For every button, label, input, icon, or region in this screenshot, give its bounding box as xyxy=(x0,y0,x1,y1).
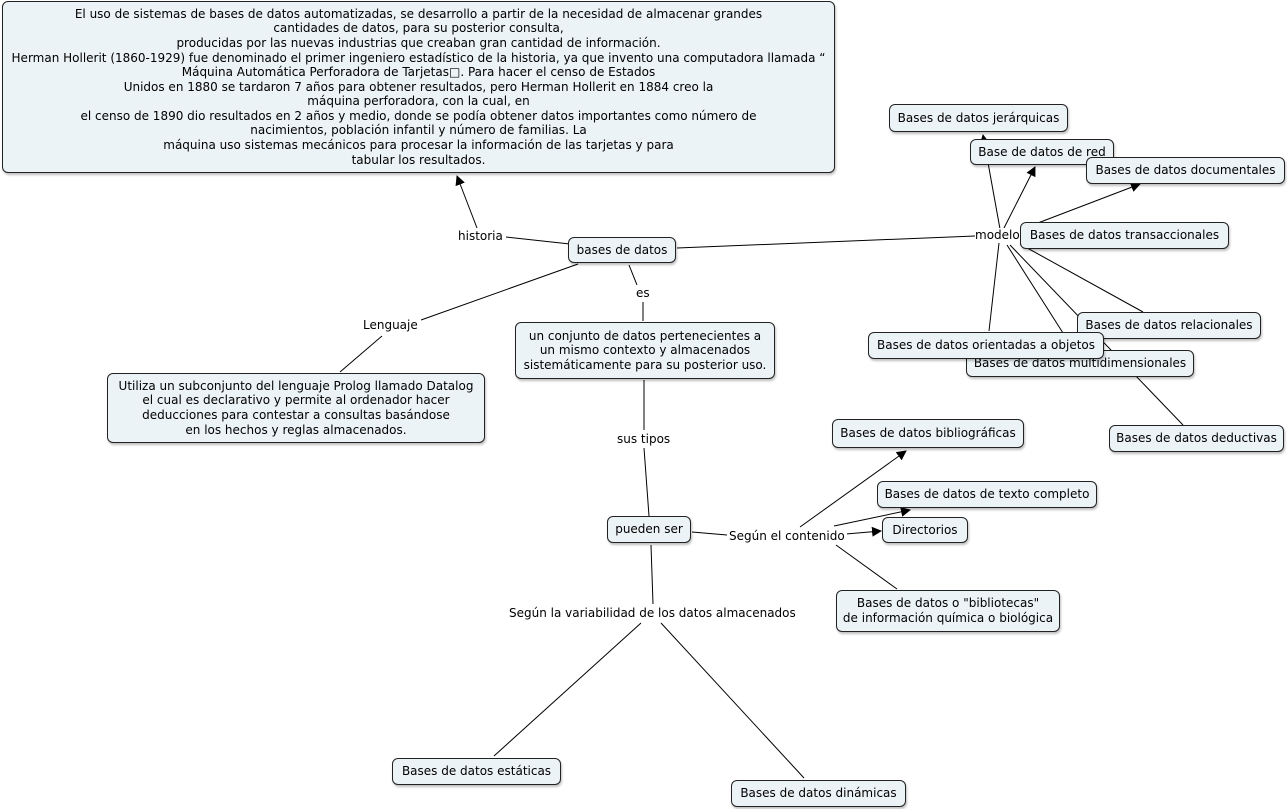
line-modelos-red xyxy=(1003,166,1036,229)
line-modelos-documentales xyxy=(1029,182,1141,227)
line-sustipos-puedenser xyxy=(643,447,650,517)
line-variabilidad-estaticas xyxy=(493,622,642,757)
concept-historia-text[interactable]: El uso de sistemas de bases de datos aut… xyxy=(2,1,835,173)
concept-texto-completo[interactable]: Bases de datos de texto completo xyxy=(877,481,1097,508)
concept-jerarquicas[interactable]: Bases de datos jerárquicas xyxy=(889,104,1068,132)
concept-pueden-ser[interactable]: pueden ser xyxy=(607,516,691,543)
line-historia-history xyxy=(455,175,478,229)
line-root-historia xyxy=(505,236,571,245)
concept-dinamicas[interactable]: Bases de datos dinámicas xyxy=(731,780,906,807)
line-modelos-objetos xyxy=(988,242,1000,332)
concept-transaccionales[interactable]: Bases de datos transaccionales xyxy=(1020,222,1229,249)
link-segun-variabilidad[interactable]: Según la variabilidad de los datos almac… xyxy=(507,606,798,620)
line-contenido-textocompleto xyxy=(833,506,911,527)
line-puedenser-variabilidad xyxy=(650,544,654,605)
concept-directorios[interactable]: Directorios xyxy=(882,517,968,543)
line-contenido-bibliotecas xyxy=(835,544,898,590)
concept-relacionales[interactable]: Bases de datos relacionales xyxy=(1077,312,1261,339)
link-historia[interactable]: historia xyxy=(456,229,505,243)
concept-documentales[interactable]: Bases de datos documentales xyxy=(1086,157,1285,184)
link-modelos[interactable]: modelos xyxy=(975,228,1026,242)
link-sus-tipos[interactable]: sus tipos xyxy=(615,432,673,446)
concept-deductivas[interactable]: Bases de datos deductivas xyxy=(1109,425,1284,452)
line-lenguaje-text xyxy=(339,335,383,373)
link-es[interactable]: es xyxy=(634,286,652,300)
line-root-modelos xyxy=(676,235,976,249)
concept-bases-de-datos[interactable]: bases de datos xyxy=(568,237,676,263)
concept-objetos[interactable]: Bases de datos orientadas a objetos xyxy=(868,332,1104,359)
link-segun-contenido[interactable]: Según el contenido xyxy=(727,529,847,543)
line-contenido-bibliograficas xyxy=(799,450,907,528)
line-root-lenguaje xyxy=(420,263,579,321)
concept-bibliograficas[interactable]: Bases de datos bibliográficas xyxy=(832,419,1024,448)
line-puedenser-contenido xyxy=(691,531,728,536)
line-root-es xyxy=(628,264,638,286)
concept-conjunto[interactable]: un conjunto de datos pertenecientes a un… xyxy=(515,322,775,379)
line-modelos-multidimensionales xyxy=(1006,244,1064,334)
line-modelos-relacionales xyxy=(1019,243,1144,313)
link-lenguaje[interactable]: Lenguaje xyxy=(361,318,420,332)
line-contenido-directorios xyxy=(845,526,882,537)
line-variabilidad-dinamicas xyxy=(660,622,805,779)
concept-bibliotecas[interactable]: Bases de datos o "bibliotecas" de inform… xyxy=(836,590,1060,632)
concept-estaticas[interactable]: Bases de datos estáticas xyxy=(392,758,561,785)
concept-lenguaje-text[interactable]: Utiliza un subconjunto del lenguaje Prol… xyxy=(107,373,485,443)
